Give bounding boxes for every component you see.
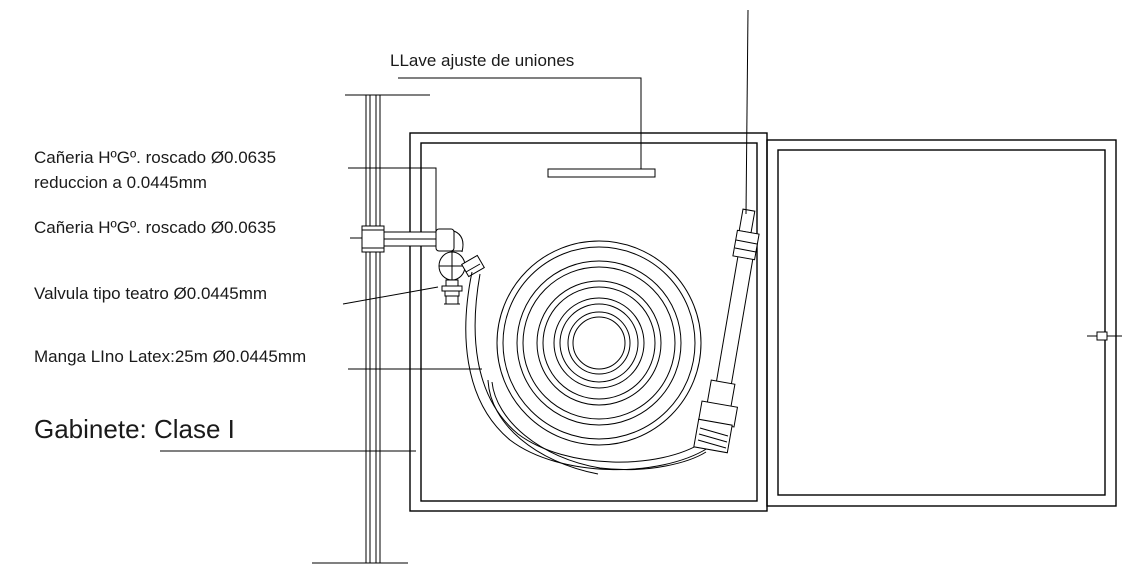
valve-icon	[438, 251, 485, 305]
door-handle-icon	[1087, 331, 1122, 341]
cabinet-door	[766, 139, 1122, 507]
label-gabinete: Gabinete: Clase I	[34, 414, 235, 444]
hose-reel	[496, 240, 702, 446]
branch-pipe	[361, 225, 464, 253]
label-caneria-reduccion-2: reduccion a 0.0445mm	[34, 173, 207, 192]
wrench-key	[398, 77, 656, 178]
label-caneria-reduccion-1: Cañeria HºGº. roscado Ø0.0635	[34, 148, 276, 167]
cabinet-box	[409, 132, 768, 512]
label-valvula: Valvula tipo teatro Ø0.0445mm	[34, 284, 267, 303]
label-manga: Manga LIno Latex:25m Ø0.0445mm	[34, 347, 306, 366]
hose-loop	[465, 271, 709, 475]
label-llave: LLave ajuste de uniones	[390, 51, 574, 70]
nozzle-icon	[693, 9, 760, 454]
leader-lines	[160, 167, 482, 452]
label-caneria: Cañeria HºGº. roscado Ø0.0635	[34, 218, 276, 237]
riser-pipe	[312, 94, 430, 564]
